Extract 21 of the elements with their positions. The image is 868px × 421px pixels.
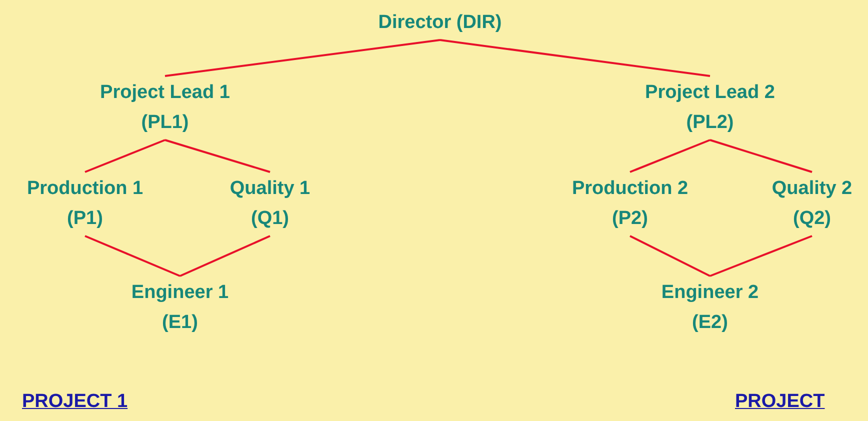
connector-line xyxy=(180,235,270,277)
connector-line xyxy=(710,235,812,277)
connector-line xyxy=(84,235,180,277)
connector-line xyxy=(630,235,710,277)
connector-line xyxy=(164,139,270,173)
role-label: Director (DIR) xyxy=(340,6,540,40)
role-label: Production 1 (P1) xyxy=(18,172,152,236)
project-link: PROJECT 1 xyxy=(22,391,128,413)
connector-line xyxy=(630,139,710,173)
role-label: Quality 2 (Q2) xyxy=(762,172,862,236)
role-label: Engineer 1 (E1) xyxy=(120,276,240,340)
connector-line xyxy=(84,139,166,173)
role-label: Project Lead 2 (PL2) xyxy=(628,76,792,140)
connector-line xyxy=(164,39,440,77)
role-label: Production 2 (P2) xyxy=(562,172,698,236)
connector-line xyxy=(440,39,710,77)
role-label: Project Lead 1 (PL1) xyxy=(82,76,248,140)
role-label: Quality 1 (Q1) xyxy=(218,172,322,236)
project-link: PROJECT xyxy=(735,391,825,413)
role-label: Engineer 2 (E2) xyxy=(650,276,770,340)
connector-line xyxy=(710,139,812,173)
